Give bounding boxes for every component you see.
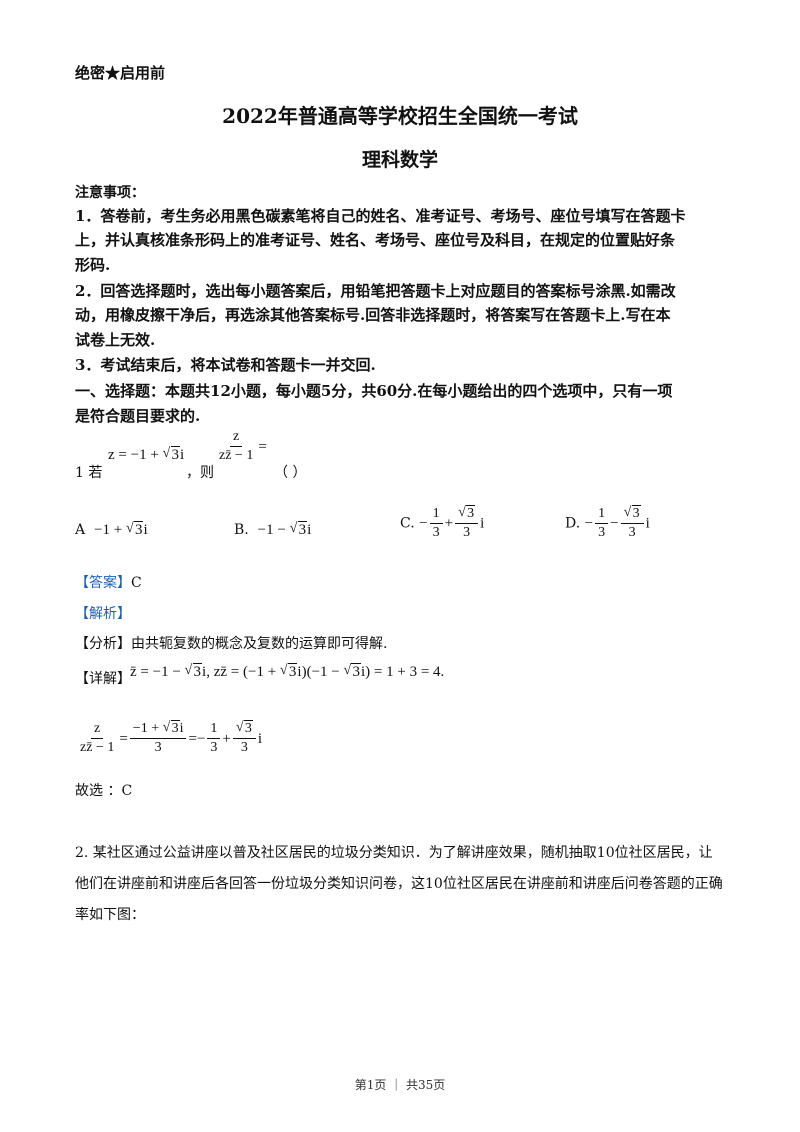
choose-line: 故选 ：C bbox=[75, 783, 133, 799]
detail-tag: 【详解】 bbox=[75, 671, 131, 687]
fenxi-line: 【分析】由共轭复数的概念及复数的运算即可得解. bbox=[75, 636, 388, 652]
q1-number: 1 若 bbox=[75, 465, 103, 481]
option-a: A −1 + 3i bbox=[75, 521, 148, 539]
q2-line-3: 率如下图： bbox=[75, 907, 145, 923]
note-1-line-1: 1．答卷前，考生务必用黑色碳素笔将自己的姓名、准考证号、考场号、座位号填写在答题… bbox=[75, 207, 686, 225]
option-d: D. −13−33i bbox=[565, 504, 650, 542]
q1-then: ，则 bbox=[186, 465, 214, 481]
note-2-line-3: 试卷上无效. bbox=[75, 331, 156, 349]
section-1-line-1: 一、选择题：本题共12小题，每小题5分，共60分.在每小题给出的四个选项中，只有… bbox=[75, 382, 673, 400]
option-c: C. −13+33i bbox=[400, 504, 484, 542]
secret-label: 绝密★启用前 bbox=[75, 64, 166, 82]
option-b: B. −1 − 3i bbox=[234, 521, 311, 539]
note-3: 3．考试结束后，将本试卷和答题卡一并交回. bbox=[75, 356, 376, 374]
note-2-line-2: 动，用橡皮擦干净后，再选涂其他答案标号.回答非选择题时，将答案写在答题卡上.写在… bbox=[75, 306, 671, 324]
q1-condition: z = −1 + 3i bbox=[108, 446, 184, 464]
section-1-line-2: 是符合题目要求的. bbox=[75, 407, 201, 425]
detail-formula: z̄ = −1 − 3i, zz̄ = (−1 + 3i)(−1 − 3i) =… bbox=[130, 663, 444, 681]
exam-subject: 理科数学 bbox=[361, 149, 438, 171]
q2-line-2: 他们在讲座前和讲座后各回答一份垃圾分类知识问卷，这10位社区居民在讲座前和讲座后… bbox=[75, 876, 723, 892]
q1-blank: （ ） bbox=[274, 465, 307, 481]
analysis-tag: 【解析】 bbox=[75, 606, 131, 622]
note-1-line-2: 上，并认真核准条形码上的准考证号、姓名、考场号、座位号及科目，在规定的位置贴好条 bbox=[75, 231, 676, 249]
page-footer: 第1页 ｜ 共35页 bbox=[354, 1078, 446, 1092]
notes-heading: 注意事项： bbox=[75, 185, 145, 201]
note-1-line-3: 形码. bbox=[75, 256, 111, 274]
solution-step: zzz̄ − 1=−1 + 3i3=−13+33i bbox=[75, 719, 262, 757]
exam-title: 2022年普通高等学校招生全国统一考试 bbox=[222, 104, 578, 128]
q2-line-1: 2. 某社区通过公益讲座以普及社区居民的垃圾分类知识．为了解讲座效果，随机抽取1… bbox=[75, 845, 713, 861]
note-2-line-1: 2．回答选择题时，选出每小题答案后，用铅笔把答题卡上对应题目的答案标号涂黑.如需… bbox=[75, 282, 676, 300]
answer-line: 【答案】C bbox=[75, 575, 142, 591]
